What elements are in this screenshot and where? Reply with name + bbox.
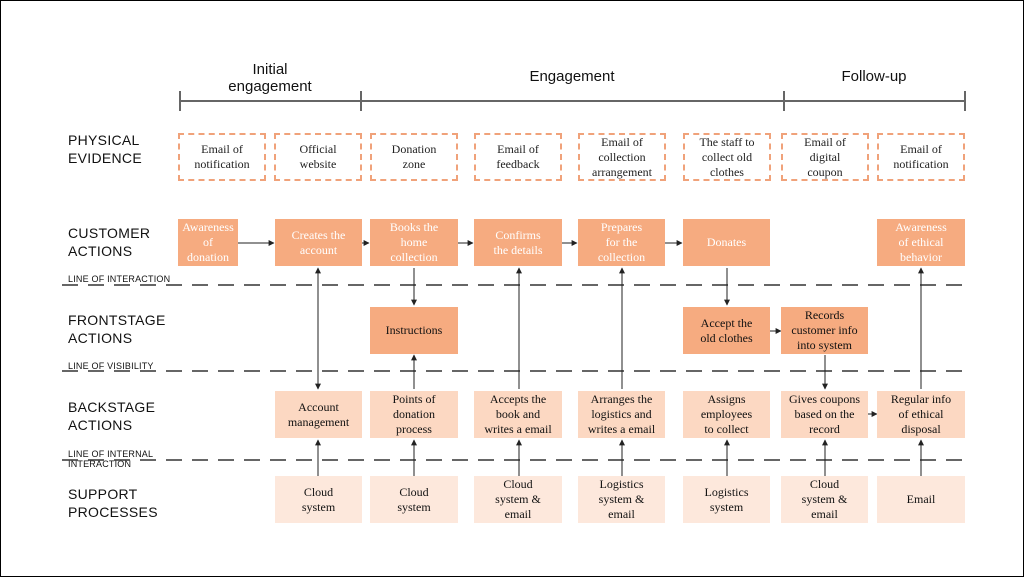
frontstage-accept-old-clothes: Accept the old clothes <box>683 307 770 354</box>
customer-creates-account: Creates the account <box>275 219 362 266</box>
evidence-email-of-digital-coupon: Email of digital coupon <box>781 133 869 181</box>
label-line-of-interaction: LINE OF INTERACTION <box>68 274 171 284</box>
frontstage-records-customer-info: Records customer info into system <box>781 307 868 354</box>
backstage-arranges-logistics: Arranges the logistics and writes a emai… <box>578 391 665 438</box>
customer-awareness-of-donation: Awareness of donation <box>178 219 238 266</box>
customer-donates: Donates <box>683 219 770 266</box>
support-cloud-system-2: Cloud system <box>370 476 458 523</box>
backstage-accepts-book-writes-email: Accepts the book and writes a email <box>474 391 562 438</box>
support-cloud-system-email-2: Cloud system & email <box>781 476 868 523</box>
phase-engagement: Engagement <box>529 68 615 85</box>
backstage-regular-info-ethical-disposal: Regular info of ethical disposal <box>877 391 965 438</box>
evidence-official-website: Official website <box>274 133 362 181</box>
frontstage-instructions: Instructions <box>370 307 458 354</box>
support-logistics-system: Logistics system <box>683 476 770 523</box>
row-label-frontstage-actions: FRONTSTAGE ACTIONS <box>68 312 166 346</box>
customer-books-home-collection: Books the home collection <box>370 219 458 266</box>
row-label-backstage-actions: BACKSTAGE ACTIONS <box>68 399 156 433</box>
label-line-of-internal-interaction: LINE OF INTERNAL INTERACTION <box>68 449 154 469</box>
evidence-staff-collect-clothes: The staff to collect old clothes <box>683 133 771 181</box>
row-label-customer-actions: CUSTOMER ACTIONS <box>68 225 151 259</box>
row-label-support-processes: SUPPORT PROCESSES <box>68 486 158 520</box>
phase-follow-up: Follow-up <box>841 68 907 85</box>
customer-awareness-of-ethical-behavior: Awareness of ethical behavior <box>877 219 965 266</box>
support-logistics-system-email: Logistics system & email <box>578 476 665 523</box>
support-cloud-system-1: Cloud system <box>275 476 362 523</box>
label-line-of-visibility: LINE OF VISIBILITY <box>68 361 154 371</box>
support-cloud-system-email-1: Cloud system & email <box>474 476 562 523</box>
backstage-points-of-donation-process: Points of donation process <box>370 391 458 438</box>
customer-confirms-details: Confirms the details <box>474 219 562 266</box>
backstage-assigns-employees: Assigns employees to collect <box>683 391 770 438</box>
backstage-account-management: Account management <box>275 391 362 438</box>
phase-initial-engagement: Initial engagement <box>228 61 312 95</box>
evidence-email-of-collection-arrangement: Email of collection arrangement <box>578 133 666 181</box>
evidence-email-of-feedback: Email of feedback <box>474 133 562 181</box>
support-email: Email <box>877 476 965 523</box>
phase-timeline <box>179 91 966 111</box>
evidence-email-of-notification-followup: Email of notification <box>877 133 965 181</box>
backstage-gives-coupons: Gives coupons based on the record <box>781 391 868 438</box>
customer-prepares-for-collection: Prepares for the collection <box>578 219 665 266</box>
evidence-email-of-notification: Email of notification <box>178 133 266 181</box>
evidence-donation-zone: Donation zone <box>370 133 458 181</box>
row-label-physical-evidence: PHYSICAL EVIDENCE <box>68 132 142 166</box>
